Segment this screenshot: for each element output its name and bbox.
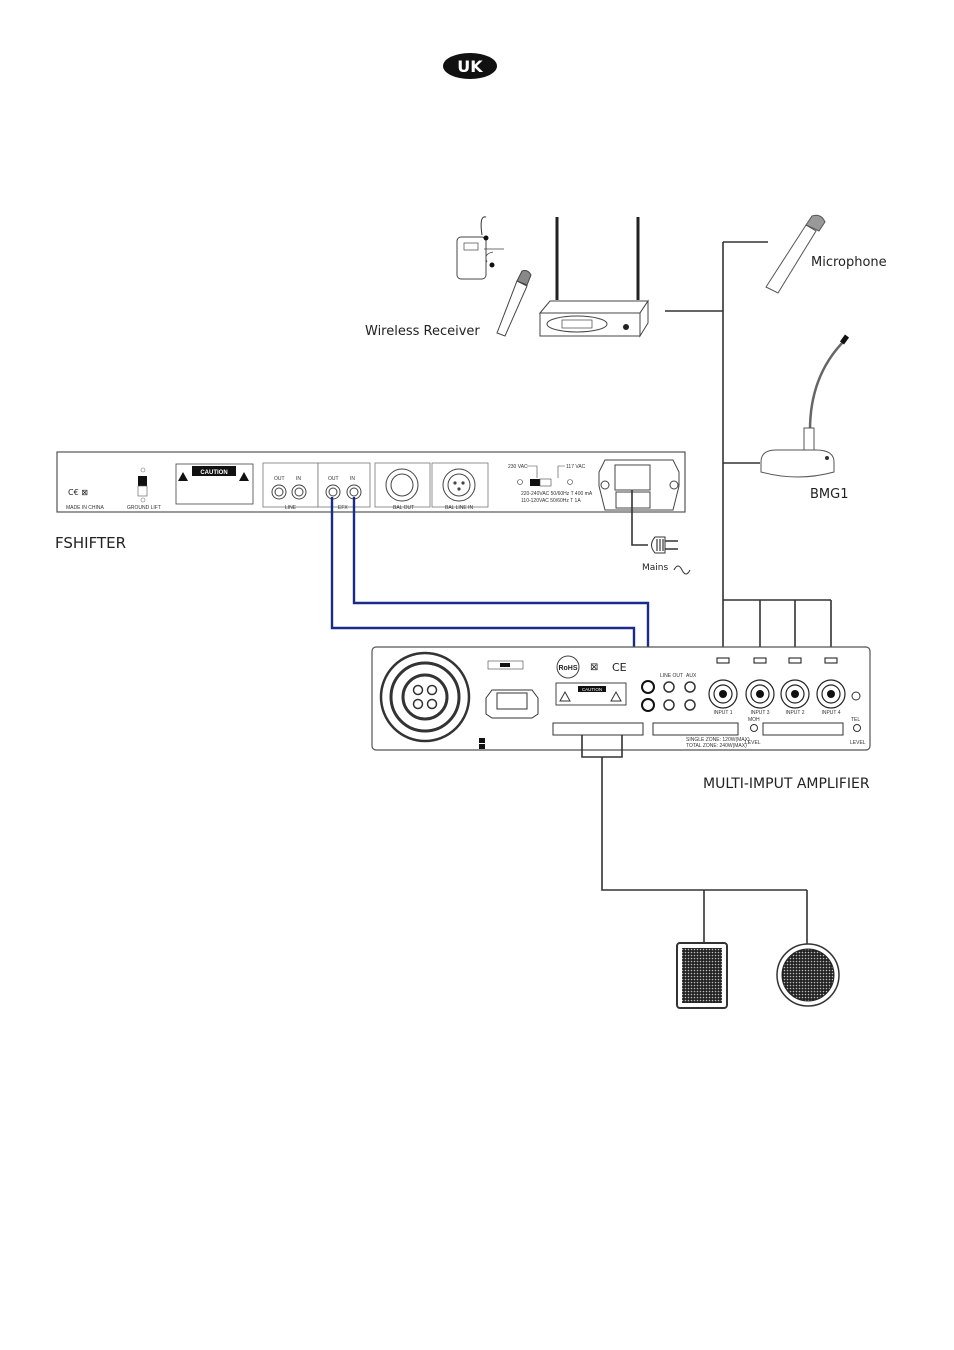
ce-label: CE [612, 661, 627, 674]
ground-lift-label: GROUND LIFT [127, 505, 161, 511]
made-in-china-label: MADE IN CHINA [66, 505, 104, 511]
fshifter-label: FSHIFTER [55, 534, 126, 552]
efx-out-label: OUT [328, 476, 339, 482]
xlr-input-4: INPUT 4 [816, 657, 846, 716]
single-zone-label: SINGLE ZONE: 120W(MAX) [686, 737, 750, 743]
efx-in-label: IN [350, 476, 355, 482]
box-speaker-icon [676, 942, 728, 1009]
117v-label: 117 VAC [566, 464, 586, 470]
voltage-spec-2: 110-120VAC 50/60Hz T 1A [521, 498, 581, 504]
microphone-label: Microphone [811, 255, 887, 270]
xlr-input-3: INPUT 2 [780, 657, 810, 716]
input-label: INPUT 3 [750, 710, 769, 716]
xlr-inputs: INPUT 1 INPUT 3 INPUT 2 INPUT 4 [708, 657, 846, 716]
level-label-1: LEVEL [745, 740, 761, 746]
moh-label: MOH [748, 717, 760, 723]
input-label: INPUT 1 [713, 710, 732, 716]
amplifier-label: MULTI-IMPUT AMPLIFIER [703, 776, 870, 792]
gooseneck-microphone-icon [760, 334, 850, 478]
line-label: LINE [285, 505, 297, 511]
uk-badge: UK [443, 53, 497, 79]
tel-label: TEL [851, 717, 860, 723]
mains-plug-icon [631, 490, 691, 575]
fan-icon [379, 651, 471, 743]
speaker-wiring [581, 735, 808, 945]
bal-line-in-label: BAL LINE IN [445, 505, 474, 511]
total-zone-label: TOTAL ZONE: 240W(MAX) [686, 743, 747, 749]
level-label-2: LEVEL [850, 740, 866, 746]
gooseneck-label: BMG1 [810, 487, 848, 502]
signal-bus [665, 241, 832, 660]
wireless-receiver-label: Wireless Receiver [365, 324, 480, 339]
ac-symbol-icon [673, 565, 691, 575]
efx-out-jack [325, 484, 341, 500]
amp-caution-label: CAUTION [582, 687, 602, 692]
input-label: INPUT 4 [821, 710, 840, 716]
mains-label: Mains [642, 563, 668, 573]
caution-label: CAUTION [200, 470, 227, 476]
ceiling-speaker-icon [776, 943, 840, 1007]
microphone-icon [765, 214, 826, 294]
amplifier-rear-panel: RoHS CE ⊠ CAUTION LINE OUT AUX SINGLE ZO… [371, 646, 871, 751]
line-out-label: LINE OUT [660, 673, 683, 679]
230v-label: 230 VAC [508, 464, 528, 470]
efx-in-jack [346, 484, 362, 500]
xlr-input-1: INPUT 1 [708, 657, 738, 716]
input-label: INPUT 2 [785, 710, 804, 716]
line-out-label: OUT [274, 476, 285, 482]
fshifter-rear-panel: C€ ⊠ MADE IN CHINA GROUND LIFT CAUTION O… [56, 451, 686, 513]
rohs-label: RoHS [558, 665, 577, 672]
line-in-label: IN [296, 476, 301, 482]
aux-label: AUX [686, 673, 697, 679]
weee-icon: ⊠ [590, 662, 598, 673]
voltage-spec-1: 220-240VAC 50/60Hz T 400 mA [521, 491, 593, 497]
ce-weee-icon: C€ ⊠ [68, 488, 88, 497]
bal-out-label: BAL OUT [393, 505, 414, 511]
xlr-input-2: INPUT 3 [745, 657, 775, 716]
wireless-receiver-icon [456, 216, 649, 338]
uk-badge-label: UK [457, 57, 483, 76]
efx-label: EFX [338, 505, 348, 511]
